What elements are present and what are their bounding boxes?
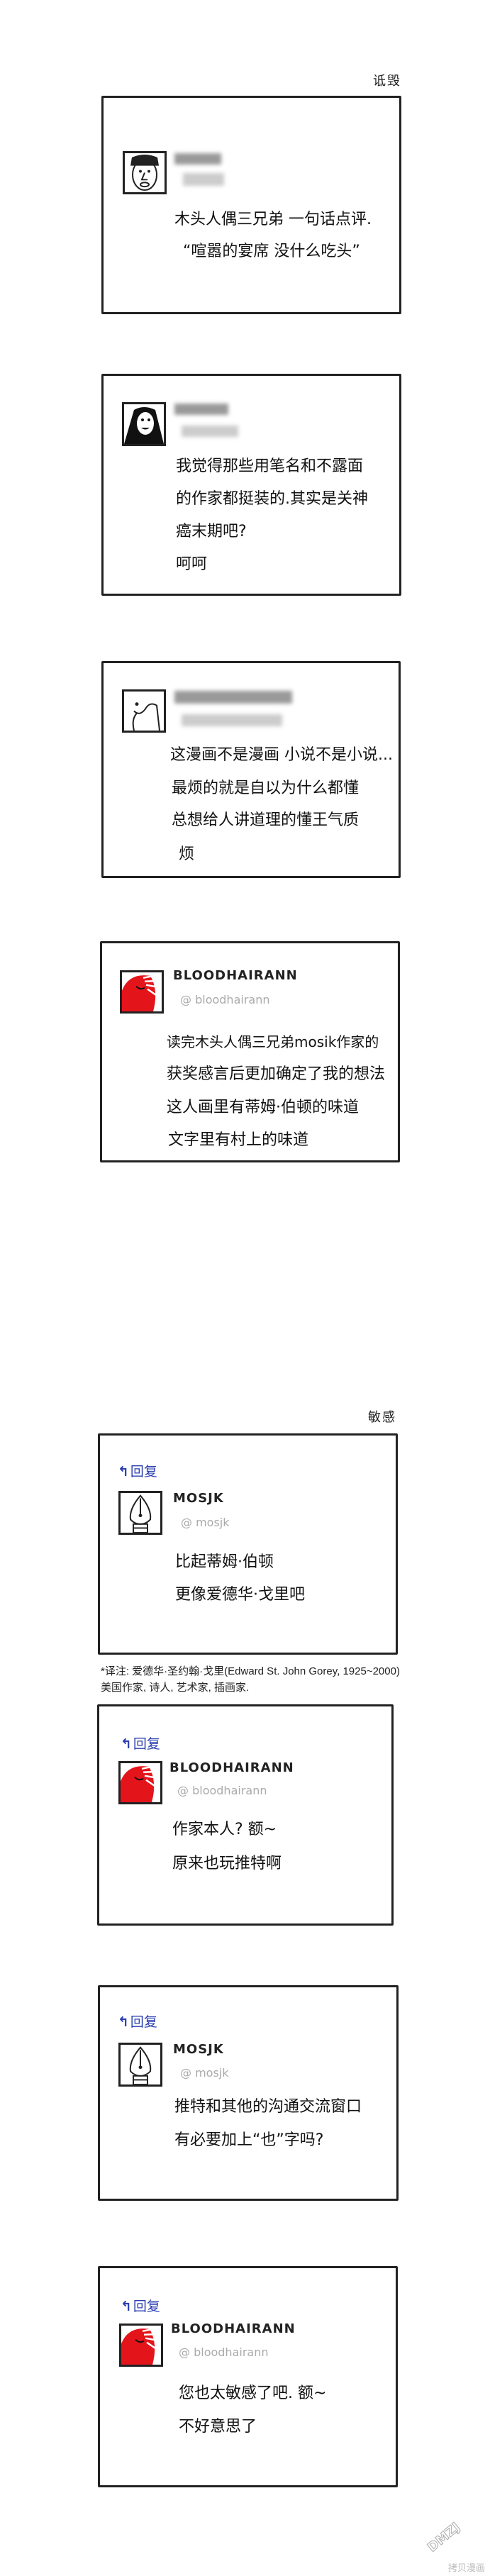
- tweet-text-line: 这漫画不是漫画 小说不是小说...: [170, 746, 393, 764]
- avatar: [118, 1491, 162, 1535]
- blurred-handle: [182, 714, 282, 726]
- tweet-text-line: 原来也玩推特啊: [172, 1855, 282, 1872]
- username: MOSJK: [173, 1491, 224, 1506]
- reply-arrow-icon: ↰: [121, 2299, 132, 2314]
- tweet-text-line: 木头人偶三兄弟 一句话点评.: [174, 211, 372, 228]
- blurred-handle: [183, 173, 224, 186]
- username: BLOODHAIRANN: [171, 2321, 296, 2336]
- avatar: [123, 151, 167, 194]
- tweet-text-line: 烦: [179, 845, 195, 863]
- tweet-text-line: 读完木头人偶三兄弟mosik作家的: [167, 1033, 379, 1050]
- tweet-text-line: 的作家都挺装的.其实是关神: [176, 490, 368, 508]
- reply-link[interactable]: ↰回复: [121, 2299, 160, 2314]
- username: BLOODHAIRANN: [169, 1760, 294, 1775]
- watermark-text: 拷贝漫画: [448, 2563, 486, 2574]
- reply-link[interactable]: ↰回复: [118, 1464, 157, 1479]
- avatar: [120, 970, 164, 1014]
- section-heading: 诋毁: [373, 74, 401, 89]
- tweet-text-line: 呵呵: [176, 555, 208, 573]
- tweet-text-line: 您也太敏感了吧. 额~: [179, 2385, 327, 2402]
- avatar: [119, 2324, 163, 2367]
- section-heading: 敏感: [368, 1410, 396, 1425]
- user-handle: @ bloodhairann: [177, 1784, 267, 1797]
- tweet-text-line: 推特和其他的沟通交流窗口: [174, 2098, 362, 2116]
- face-avatar-icon: [130, 154, 159, 191]
- username: MOSJK: [173, 2042, 224, 2057]
- blurred-username: [174, 404, 228, 415]
- tweet-panel: [98, 1433, 398, 1655]
- pen-nib-avatar-icon: [129, 1494, 152, 1533]
- tweet-text-line: 有必要加上“也”字吗?: [174, 2131, 324, 2149]
- username: BLOODHAIRANN: [173, 968, 298, 983]
- tweet-text-line: 文字里有村上的味道: [168, 1131, 309, 1149]
- user-handle: @ mosjk: [180, 2066, 229, 2080]
- tweet-text-line: 癌末期吧?: [176, 523, 247, 540]
- tweet-text-line: 不好意思了: [179, 2418, 257, 2436]
- tweet-text-line: 我觉得那些用笔名和不露面: [176, 457, 364, 475]
- tweet-panel: [101, 96, 401, 314]
- reply-label: 回复: [133, 2299, 160, 2314]
- tweet-text-line: 获奖感言后更加确定了我的想法: [167, 1065, 386, 1083]
- tweet-panel: [97, 1704, 394, 1926]
- blurred-username: [174, 691, 292, 704]
- tweet-panel: [98, 1985, 399, 2201]
- translator-note: *译注: 爱德华·圣约翰·戈里(Edward St. John Gorey, 1…: [101, 1665, 400, 1694]
- tweet-panel: [98, 2266, 398, 2487]
- user-handle: @ mosjk: [181, 1516, 230, 1529]
- tweet-text-line: 比起蒂姆·伯顿: [175, 1553, 274, 1571]
- blurred-handle: [182, 426, 238, 437]
- pen-nib-avatar-icon: [129, 2046, 152, 2084]
- reply-arrow-icon: ↰: [118, 2014, 129, 2030]
- red-hair-avatar-icon: [122, 972, 162, 1011]
- red-hair-avatar-icon: [121, 2326, 161, 2365]
- tweet-text-line: 这人画里有蒂姆·伯顿的味道: [167, 1099, 359, 1116]
- tweet-text-line: 作家本人? 额~: [172, 1821, 277, 1838]
- red-hair-avatar-icon: [121, 1763, 160, 1802]
- reply-link[interactable]: ↰回复: [121, 1736, 160, 1752]
- tweet-text-line: “喧嚣的宴席 没什么吃头”: [183, 243, 360, 260]
- blurred-username: [174, 153, 221, 165]
- avatar: [122, 689, 166, 733]
- face-avatar-icon: [132, 702, 160, 731]
- avatar: [118, 2043, 162, 2087]
- tweet-text-line: 更像爱德华·戈里吧: [175, 1586, 305, 1604]
- user-handle: @ bloodhairann: [179, 2345, 269, 2359]
- reply-label: 回复: [130, 2014, 157, 2030]
- tweet-text-line: 总想给人讲道理的懂王气质: [172, 811, 360, 829]
- avatar: [122, 402, 166, 446]
- watermark-logo: DMZJ: [425, 2519, 464, 2555]
- face-avatar-icon: [124, 407, 164, 444]
- avatar: [118, 1761, 162, 1804]
- reply-label: 回复: [130, 1464, 157, 1479]
- tweet-panel: [101, 374, 401, 596]
- tweet-text-line: 最烦的就是自以为什么都懂: [172, 779, 360, 797]
- reply-arrow-icon: ↰: [121, 1736, 132, 1752]
- user-handle: @ bloodhairann: [180, 993, 270, 1006]
- reply-label: 回复: [133, 1736, 160, 1752]
- reply-arrow-icon: ↰: [118, 1464, 129, 1479]
- reply-link[interactable]: ↰回复: [118, 2014, 157, 2030]
